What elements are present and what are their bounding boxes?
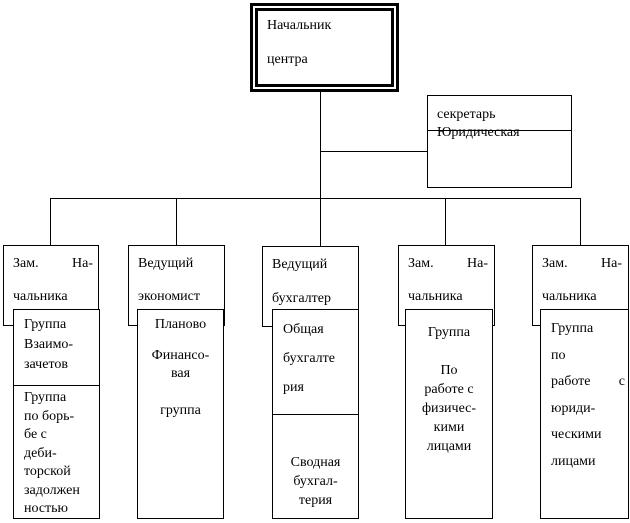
text-line: зачетов bbox=[24, 357, 68, 372]
deputy-label-line2: чальника bbox=[408, 289, 463, 304]
text-line: задолжен bbox=[24, 482, 80, 498]
lead-economist-line1: Ведущий bbox=[138, 256, 194, 271]
text-line: ностью bbox=[24, 501, 69, 516]
legal-entities-group-box: Группа по работе с юриди- ческими лицами bbox=[540, 309, 629, 519]
individuals-group-box: Группа По работе с физичес- кими лицами bbox=[405, 309, 493, 519]
text-line: бе с bbox=[24, 427, 47, 442]
text-line: по bbox=[551, 347, 566, 363]
secretary-legal-box: секретарь Юридическая bbox=[427, 95, 572, 188]
text-line: Группа bbox=[551, 321, 594, 336]
deputy-label-b: На- bbox=[467, 256, 488, 271]
text-line: бухгалте bbox=[283, 351, 335, 366]
planning-finance-box: Планово Финансо- вая группа bbox=[137, 309, 224, 519]
text-line: Общая bbox=[283, 322, 324, 337]
text-line: по борь- bbox=[24, 408, 75, 424]
deputy-label-a: Зам. bbox=[542, 256, 568, 271]
lead-accountant-line2: бухгалтер bbox=[272, 291, 331, 306]
head-box: Начальник центра bbox=[250, 3, 399, 92]
legal-label: Юридическая bbox=[437, 125, 520, 140]
general-summary-accounting-box: Общая бухгалте рия Сводная бухгал- терия bbox=[272, 309, 359, 519]
text-line: ческими bbox=[551, 427, 602, 442]
text-line: деби- bbox=[24, 445, 57, 461]
connector-side bbox=[320, 151, 427, 152]
lead-economist-line2: экономист bbox=[138, 289, 201, 304]
text-line: физичес- bbox=[421, 401, 477, 416]
lead-accountant-line1: Ведущий bbox=[272, 257, 328, 272]
deputy-label-a: Зам. bbox=[13, 256, 39, 271]
connector-horizontal bbox=[50, 198, 581, 199]
text-line: юриди- bbox=[551, 400, 596, 416]
text-line: работе с bbox=[424, 382, 474, 397]
text-line: лицами bbox=[426, 439, 472, 454]
deputy-label-b: На- bbox=[72, 256, 93, 271]
text-line: Планово bbox=[154, 317, 207, 332]
head-line1: Начальник bbox=[267, 18, 332, 33]
text-line: лицами bbox=[551, 453, 596, 469]
connector-drop-4 bbox=[445, 198, 446, 245]
head-line2: центра bbox=[267, 52, 308, 67]
text-line: терия bbox=[298, 493, 333, 508]
secretary-label: секретарь bbox=[437, 107, 496, 122]
text-line: работе bbox=[551, 374, 591, 389]
deputy-label-line2: чальника bbox=[542, 289, 597, 304]
text-line: Группа bbox=[24, 390, 67, 405]
text-line: Группа bbox=[24, 317, 67, 332]
mutual-offset-debt-box: Группа Взаимо- зачетов Группа по борь- б… bbox=[13, 309, 100, 519]
text-line: Финансо- bbox=[151, 348, 210, 363]
text-line: Группа bbox=[427, 325, 471, 340]
text-line: рия bbox=[283, 380, 304, 395]
text-line: Взаимо- bbox=[24, 337, 74, 352]
deputy-label-a: Зам. bbox=[408, 256, 434, 271]
text-line: кими bbox=[433, 420, 465, 435]
text-line: с bbox=[618, 374, 625, 389]
deputy-label-line2: чальника bbox=[13, 289, 68, 304]
connector-drop-1 bbox=[50, 198, 51, 245]
text-line: торской bbox=[24, 464, 71, 479]
text-line: бухгал- bbox=[293, 474, 338, 489]
text-line: По bbox=[440, 363, 458, 378]
text-line: Сводная bbox=[290, 455, 341, 470]
deputy-label-b: На- bbox=[601, 256, 622, 271]
text-line: вая bbox=[170, 366, 191, 381]
connector-drop-2 bbox=[176, 198, 177, 245]
connector-drop-5 bbox=[580, 198, 581, 245]
text-line: группа bbox=[160, 403, 201, 418]
connector-head-down bbox=[320, 82, 321, 246]
